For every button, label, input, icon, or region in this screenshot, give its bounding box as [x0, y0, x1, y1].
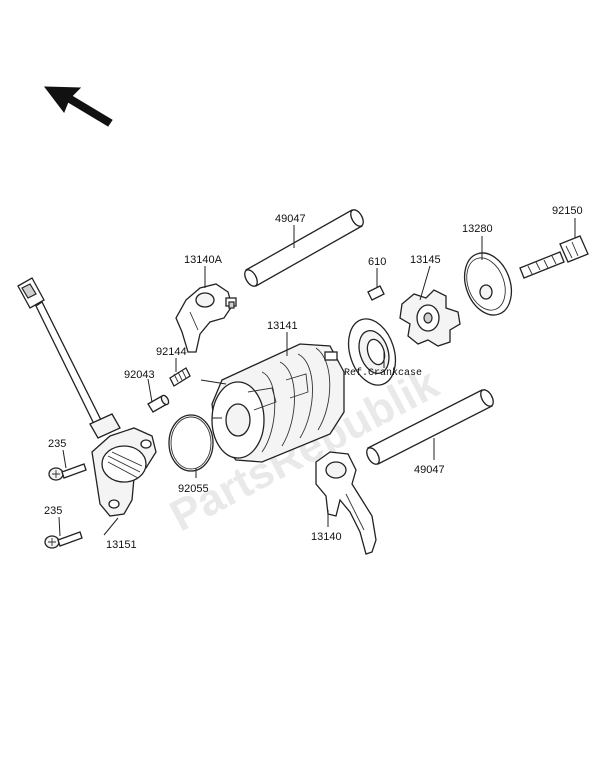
- shift-fork-13140[interactable]: [315, 451, 377, 555]
- screw-235-lower[interactable]: [44, 531, 83, 549]
- label-92055: 92055: [178, 483, 209, 495]
- spring-92144[interactable]: [169, 367, 191, 387]
- shift-drum-13141[interactable]: [211, 343, 345, 463]
- label-92150: 92150: [552, 205, 583, 217]
- shift-fork-shaft-lower[interactable]: [364, 388, 496, 467]
- label-13141: 13141: [267, 320, 298, 332]
- label-610: 610: [368, 256, 386, 268]
- label-13140: 13140: [311, 531, 342, 543]
- label-235-upper: 235: [48, 438, 66, 450]
- crankcase-bearing: [347, 318, 397, 386]
- label-235-lower: 235: [44, 505, 62, 517]
- bolt-92150[interactable]: [519, 235, 589, 279]
- label-13280: 13280: [462, 223, 493, 235]
- label-ref-crankcase: Ref.Crankcase: [344, 367, 422, 379]
- label-13140a: 13140A: [184, 254, 223, 266]
- label-13145: 13145: [410, 254, 441, 266]
- label-49047-lower: 49047: [414, 464, 445, 476]
- shift-fork-shaft-upper[interactable]: [242, 208, 366, 289]
- leader-lines: [58, 218, 576, 537]
- front-direction-arrow-icon: [43, 86, 113, 127]
- label-92043: 92043: [124, 369, 155, 381]
- plate-13280[interactable]: [456, 246, 519, 321]
- shift-fork-13140a[interactable]: [175, 283, 237, 353]
- label-49047-upper: 49047: [275, 213, 306, 225]
- pin-610[interactable]: [367, 285, 385, 301]
- screw-235-upper[interactable]: [48, 463, 87, 481]
- label-92144: 92144: [156, 346, 187, 358]
- o-ring-92055[interactable]: [168, 414, 214, 472]
- neutral-switch-13151[interactable]: [17, 277, 157, 517]
- shift-cam-13145[interactable]: [399, 289, 461, 347]
- label-13151: 13151: [106, 539, 137, 551]
- pin-92043[interactable]: [147, 394, 170, 413]
